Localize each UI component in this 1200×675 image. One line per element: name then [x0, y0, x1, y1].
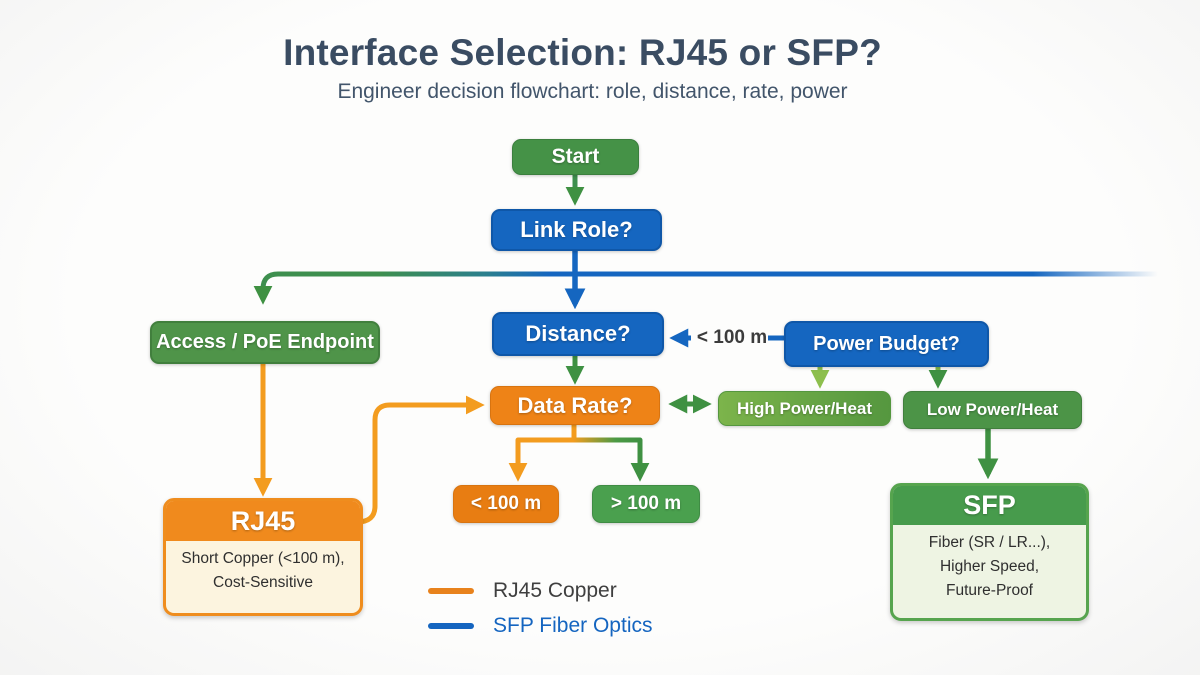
result-card-sfp: SFP Fiber (SR / LR...), Higher Speed, Fu… — [890, 483, 1089, 621]
page-title: Interface Selection: RJ45 or SFP? — [283, 32, 882, 73]
flowchart-node-start: Start — [512, 139, 639, 175]
sfp-card-body: Fiber (SR / LR...), Higher Speed, Future… — [893, 525, 1086, 603]
legend-item-rj45-copper: RJ45 Copper — [428, 577, 653, 605]
flowchart-node-link-role: Link Role? — [491, 209, 662, 251]
flowchart-node-data-rate: Data Rate? — [490, 386, 660, 425]
page-subtitle: Engineer decision flowchart: role, dista… — [337, 80, 848, 103]
sfp-card-title: SFP — [893, 486, 1086, 525]
edge-label-lt-100m: < 100 m — [696, 327, 768, 348]
edge-rj45-to-datarate — [356, 395, 485, 525]
flowchart-node-low-power-heat: Low Power/Heat — [903, 391, 1082, 429]
sfp-card-line: Future-Proof — [945, 582, 1033, 600]
flowchart-node-distance: Distance? — [492, 312, 664, 356]
rj45-card-body: Short Copper (<100 m), Cost-Sensitive — [166, 541, 360, 595]
sfp-card-line: Fiber (SR / LR...), — [928, 534, 1051, 551]
sfp-fiber-line-swatch — [428, 623, 474, 629]
rj45-card-line: Cost-Sensitive — [213, 574, 313, 592]
legend-label-sfp-fiber-optics: SFP Fiber Optics — [493, 614, 653, 637]
edge-linkrole-bus — [253, 271, 1158, 305]
flowchart-node-access-poe-endpoint: Access / PoE Endpoint — [150, 321, 380, 364]
sfp-card-line: Higher Speed, — [939, 558, 1040, 576]
flowchart-node-power-budget: Power Budget? — [784, 321, 989, 367]
legend: RJ45 Copper SFP Fiber Optics — [428, 577, 653, 647]
rj45-copper-line-swatch — [428, 588, 474, 594]
legend-item-sfp-fiber-optics: SFP Fiber Optics — [428, 612, 653, 640]
rj45-card-line: Short Copper (<100 m), — [181, 550, 345, 567]
legend-label-rj45-copper: RJ45 Copper — [493, 579, 617, 602]
result-card-rj45: RJ45 Short Copper (<100 m), Cost-Sensiti… — [163, 498, 363, 616]
flowchart-node-gt-100m: > 100 m — [592, 485, 700, 523]
rj45-card-title: RJ45 — [166, 501, 360, 541]
flowchart-node-high-power-heat: High Power/Heat — [718, 391, 891, 426]
flowchart-node-lt-100m: < 100 m — [453, 485, 559, 523]
